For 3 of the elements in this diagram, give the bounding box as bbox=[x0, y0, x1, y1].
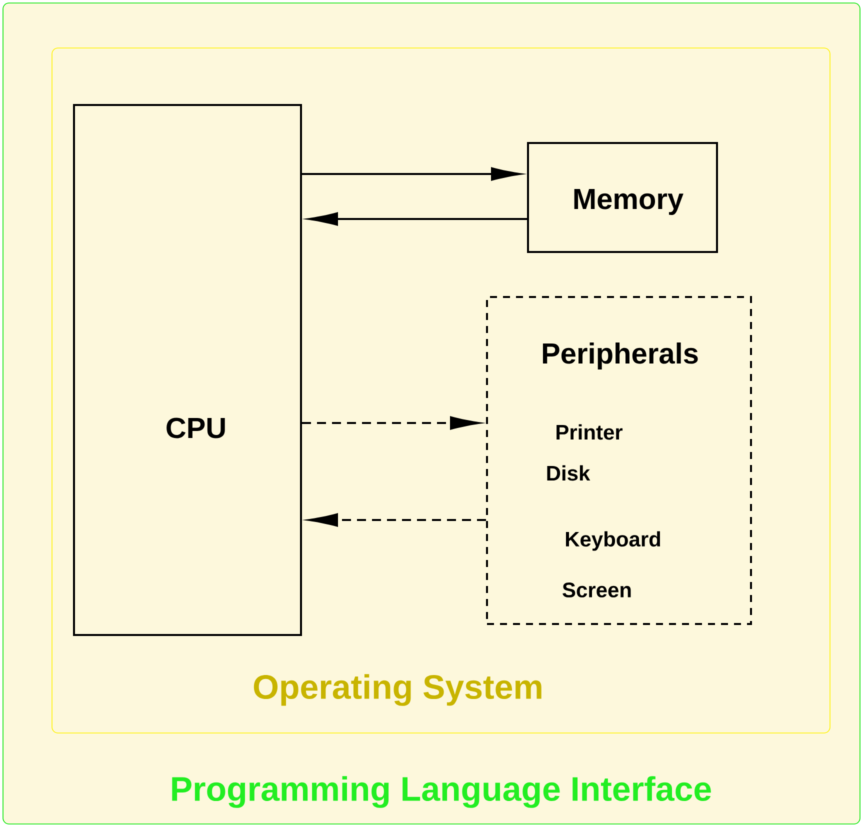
dashed-box: Peripherals Printer Disk Keyboard Screen bbox=[486, 296, 752, 625]
process-box: CPU bbox=[73, 104, 302, 636]
process-box: Memory bbox=[527, 142, 718, 253]
